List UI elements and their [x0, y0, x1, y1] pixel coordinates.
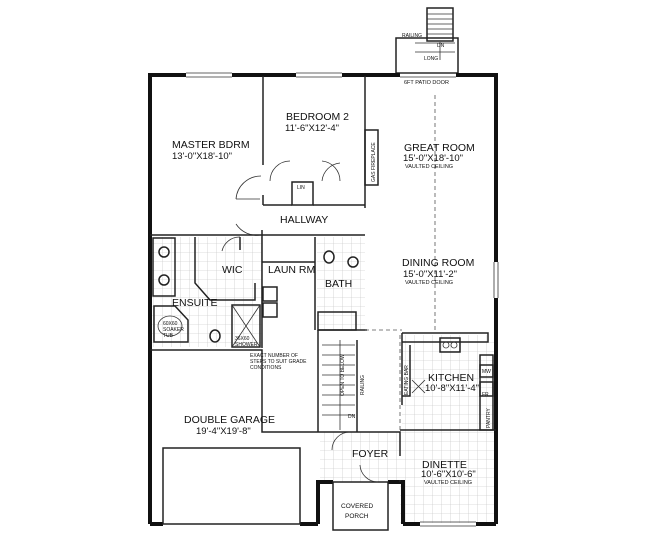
soaker-tub-line-2: SOAKER — [163, 327, 184, 333]
garage-name: DOUBLE GARAGE — [184, 414, 275, 426]
covered-porch: COVERED PORCH — [332, 481, 389, 531]
rear-deck: RAILING DN LONG — [395, 7, 459, 74]
gas-fireplace-label: GAS FIREPLACE — [371, 142, 377, 182]
soaker-tub-line-1: 60X60 — [163, 321, 178, 327]
garage-door — [162, 447, 301, 525]
tile-floors — [152, 237, 497, 523]
dining-room-dim: 15'-0"X11'-2" — [403, 269, 457, 280]
master-bdrm-name: MASTER BDRM — [172, 139, 250, 151]
dining-room-name: DINING ROOM — [402, 257, 474, 269]
bath-name: BATH — [325, 278, 352, 290]
deck-down-label: DN — [437, 43, 445, 49]
room-labels: MASTER BDRM 13'-0"X18'-10" BEDROOM 2 11'… — [172, 111, 479, 486]
deck-long-label: LONG — [424, 56, 438, 62]
soaker-tub-line-3: TUB — [163, 333, 174, 339]
stair-railing-label: RAILING — [360, 375, 366, 395]
patio-door-label: 6FT PATIO DOOR — [404, 80, 449, 86]
master-bdrm-dim: 13'-0"X18'-10" — [172, 151, 232, 162]
steps-note-line-3: CONDITIONS — [250, 365, 282, 371]
dinette-note: VAULTED CEILING — [424, 480, 472, 486]
linen-label: LIN — [297, 185, 305, 191]
laundry-name: LAUN RM — [268, 264, 315, 276]
great-room-name: GREAT ROOM — [404, 142, 475, 154]
bedroom-2-dim: 11'-6"X12'-4" — [285, 123, 339, 134]
pantry-label: PANTRY — [486, 408, 492, 428]
microwave-label: MW — [482, 369, 491, 375]
exterior-walls — [148, 72, 499, 527]
eating-bar-label: EATING BAR — [404, 365, 410, 395]
fridge-label: FR — [482, 392, 489, 398]
ensuite-name: ENSUITE — [172, 297, 218, 309]
dining-room-note: VAULTED CEILING — [405, 280, 453, 286]
annotations: 6FT PATIO DOOR GAS FIREPLACE LIN EXACT N… — [163, 80, 492, 428]
shower-line-2: SHOWER — [235, 342, 258, 348]
kitchen-name: KITCHEN — [428, 372, 474, 384]
foyer-name: FOYER — [352, 448, 389, 460]
hallway-name: HALLWAY — [280, 214, 328, 226]
bedroom-2-name: BEDROOM 2 — [286, 111, 349, 123]
great-room-dim: 15'-0"X18'-10" — [403, 153, 463, 164]
kitchen-dim: 10'-8"X11'-4" — [425, 383, 479, 394]
dinette-dim: 10'-6"X10'-6" — [421, 469, 476, 480]
interior-walls — [150, 76, 496, 483]
stair-down-label: DN — [348, 414, 356, 420]
porch-line-1: COVERED — [341, 503, 373, 510]
steps-note-line-1: EXACT NUMBER OF — [250, 353, 298, 359]
shower-line-1: 36X60 — [235, 336, 250, 342]
garage-dim: 19'-4"X19'-8" — [196, 426, 251, 437]
great-room-note: VAULTED CEILING — [405, 164, 453, 170]
deck-railing-label: RAILING — [402, 33, 422, 39]
steps-note-line-2: STEPS TO SUIT GRADE — [250, 359, 307, 365]
dinette-name: DINETTE — [422, 459, 467, 471]
open-below-label: OPEN TO BELOW — [340, 354, 346, 396]
porch-line-2: PORCH — [345, 513, 369, 520]
wic-name: WIC — [222, 264, 243, 276]
